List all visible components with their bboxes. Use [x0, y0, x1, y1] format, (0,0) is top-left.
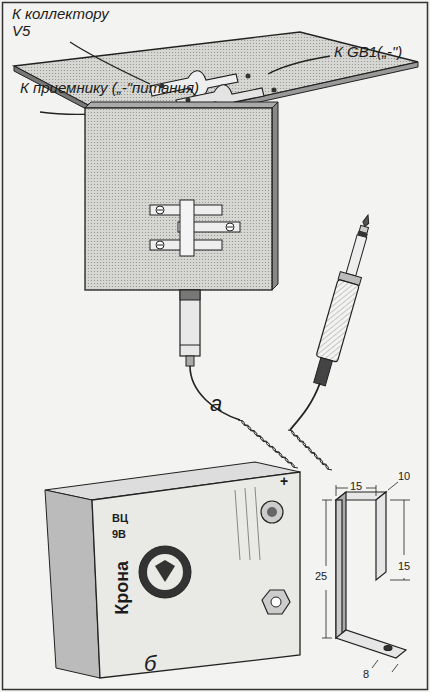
jack-plug: [309, 212, 379, 387]
twisted-wire: [260, 436, 267, 441]
battery-marking: ВЦ: [112, 512, 128, 524]
twisted-wire: [309, 447, 315, 453]
bracket: [336, 492, 406, 658]
dimension: 15: [398, 560, 410, 572]
twisted-wire: [292, 430, 298, 436]
twisted-wire: [291, 463, 298, 468]
krona-battery: [45, 462, 300, 678]
dimension: 10: [398, 470, 410, 482]
receiver-board: [85, 102, 298, 468]
wire-label: К приемнику („-"питания): [20, 80, 199, 97]
wire-label: К GB1(„-"): [334, 44, 402, 61]
twisted-wire: [320, 459, 326, 465]
dimension: 25: [315, 570, 327, 582]
dimension-lines: [322, 482, 410, 672]
battery-marking: 9В: [112, 528, 126, 540]
twisted-wire: [303, 441, 309, 447]
twisted-wire: [254, 431, 261, 436]
dimension: 8: [363, 668, 369, 680]
twisted-wire: [326, 464, 332, 470]
twisted-wire: [242, 420, 249, 425]
twisted-wire: [314, 453, 320, 459]
twisted-wire: [297, 436, 303, 442]
twisted-wire: [273, 447, 280, 452]
wire-label: К коллектору V5: [12, 6, 117, 39]
figure-letter: а: [210, 392, 222, 416]
twisted-wire: [267, 441, 274, 446]
twisted-wire: [248, 425, 255, 430]
polarity-mark: +: [280, 474, 288, 489]
twisted-wire: [279, 452, 286, 457]
twisted-wire: [285, 457, 292, 462]
battery-marking: Крона: [113, 561, 133, 615]
dimension: 15: [350, 480, 362, 492]
figure-letter: б: [144, 652, 156, 676]
